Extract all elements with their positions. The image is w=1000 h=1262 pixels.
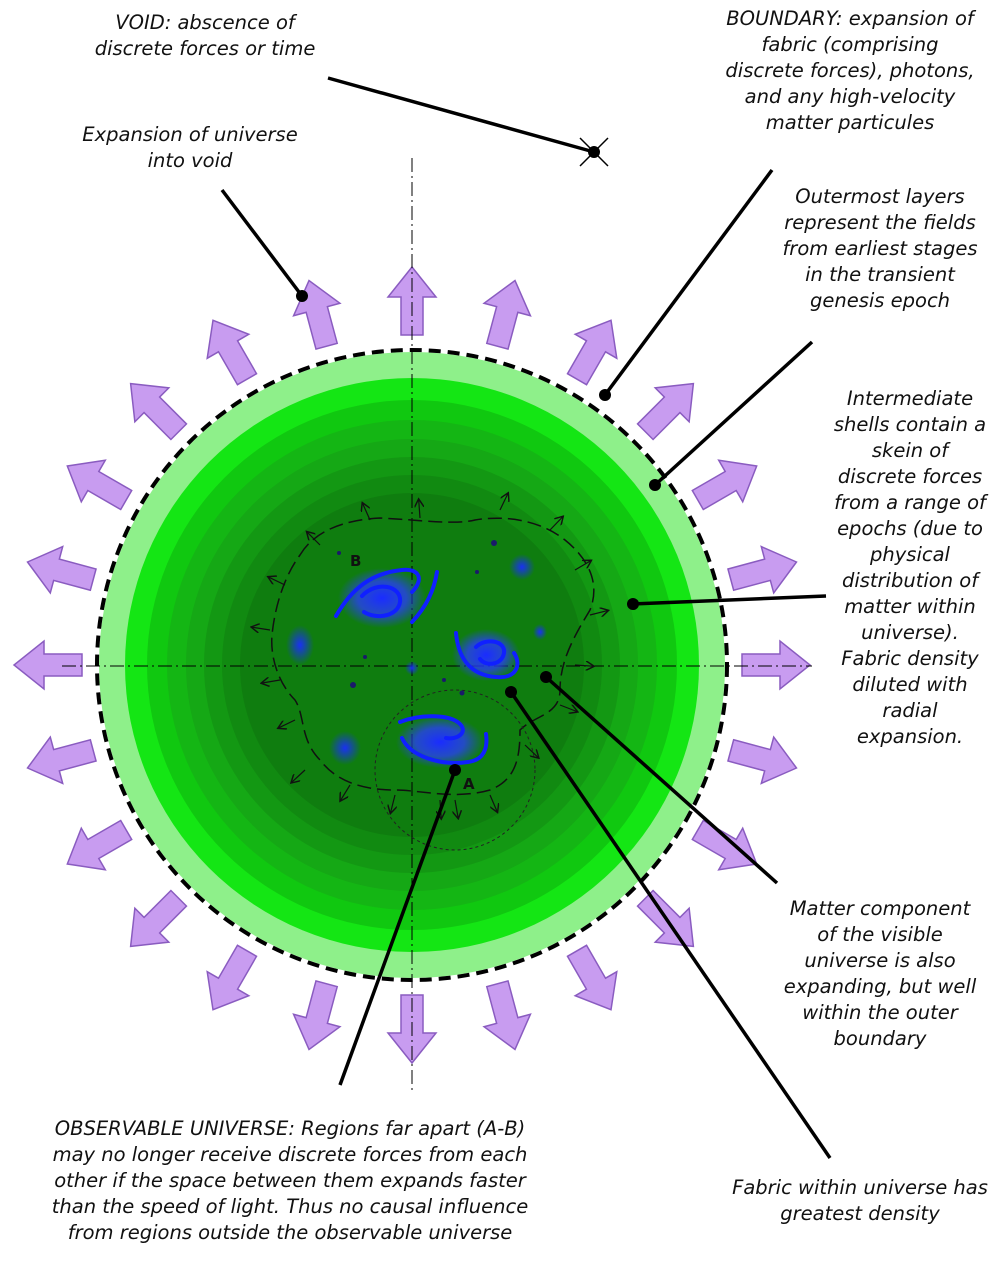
boundary-label: BOUNDARY: expansion of fabric (comprisin… xyxy=(725,7,975,134)
expansion-arrow-icon xyxy=(741,639,812,691)
matter-expansion-arrow xyxy=(341,784,351,800)
matter-expansion-arrow xyxy=(269,577,286,586)
leader-dot xyxy=(599,389,611,401)
matter-expansion-arrow xyxy=(574,561,591,571)
matter-blob xyxy=(329,731,361,765)
matter-expansion-arrow xyxy=(292,769,306,782)
cross-marker-icon xyxy=(579,137,609,167)
leader-lines xyxy=(220,76,832,1159)
expansion-arrow-icon xyxy=(12,639,83,691)
matter-dot xyxy=(491,540,497,546)
expansion-arrow-icon xyxy=(727,735,798,785)
expansion-arrow-icon xyxy=(636,382,695,441)
matter-blob xyxy=(405,661,419,675)
leader-dot xyxy=(296,290,308,302)
observable-label: OBSERVABLE UNIVERSE: Regions far apart (… xyxy=(51,1117,529,1244)
boundary-leader-line xyxy=(603,168,774,397)
observable-universe-circle xyxy=(374,689,536,851)
expansion-leader-line xyxy=(220,188,304,298)
matter-expansion-arrow xyxy=(549,517,563,531)
matter-dot xyxy=(442,678,446,682)
expansion-arrow-icon xyxy=(66,819,133,871)
matter-region-outline xyxy=(271,517,595,796)
matter-label: Matter component of the visible universe… xyxy=(783,897,977,1050)
matter-blobs xyxy=(286,540,547,765)
matter-blob xyxy=(286,625,314,665)
void-label: VOID: abscence of discrete forces or tim… xyxy=(94,11,316,60)
matter-blob xyxy=(509,554,535,580)
matter-expansion-arrow xyxy=(262,680,281,683)
expansion-arrow-icon xyxy=(26,735,97,785)
matter-expansion-arrow xyxy=(574,665,593,666)
expansion-arrow-icon xyxy=(482,279,532,350)
matter-dot xyxy=(475,570,479,574)
fabric-leader-line xyxy=(509,691,832,1159)
matter-dot xyxy=(363,655,367,659)
matter-expansion-arrow xyxy=(307,532,321,546)
expansion-arrow-icon xyxy=(129,382,188,441)
expansion-arrow-icon xyxy=(691,459,758,511)
matter-expansion-arrow xyxy=(252,627,271,630)
intermediate-label: Intermediate shells contain a skein of d… xyxy=(833,387,987,748)
spiral-galaxy-icon xyxy=(334,567,439,628)
fabric-label: Fabric within universe has greatest dens… xyxy=(732,1176,988,1225)
expansion-arrow-icon xyxy=(206,319,258,386)
leader-dot xyxy=(505,686,517,698)
matter-expansion-arrow xyxy=(363,504,371,521)
intermediate-leader-line xyxy=(632,594,827,606)
observable-leader-line xyxy=(338,769,457,1086)
expansion-arrow-icon xyxy=(482,980,532,1051)
expansion-arrow-icon xyxy=(206,944,258,1011)
matter-dot xyxy=(459,690,465,696)
matter-expansion-arrow xyxy=(559,705,577,712)
matter-expansion-arrow xyxy=(419,500,420,519)
expansion-arrow-icon xyxy=(386,265,438,336)
expansion-arrow-icon xyxy=(691,819,758,871)
expansion-arrow-icon xyxy=(566,944,618,1011)
expansion-label: Expansion of universe into void xyxy=(82,123,298,172)
void-leader-line xyxy=(327,76,595,154)
matter-expansion-arrow xyxy=(489,794,497,812)
matter-expansion-arrow xyxy=(391,794,395,813)
matter-blob xyxy=(533,624,547,640)
expansion-arrow-icon xyxy=(129,889,188,948)
matter-expansion-arrow xyxy=(524,744,538,757)
expansion-arrow-icon xyxy=(292,980,342,1051)
leader-dot xyxy=(449,764,461,776)
expansion-arrow-icon xyxy=(26,545,97,595)
matter-expansion-arrow xyxy=(589,611,608,615)
expansion-arrow-icon xyxy=(727,545,798,595)
expansion-arrows xyxy=(12,265,812,1065)
point-a-label: A xyxy=(463,775,475,793)
point-b-label: B xyxy=(350,552,361,570)
matter-expansion-arrow xyxy=(279,719,296,728)
matter-expansion-arrow xyxy=(499,494,508,511)
matter-expansion-arrow xyxy=(455,799,458,818)
matter-dot xyxy=(337,551,341,555)
expansion-arrow-icon xyxy=(566,319,618,386)
leader-dot xyxy=(540,671,552,683)
matter-dot xyxy=(350,682,356,688)
leader-dot xyxy=(627,598,639,610)
matter-leader-line xyxy=(544,675,779,885)
expansion-arrow-icon xyxy=(66,459,133,511)
leader-dots xyxy=(296,290,661,776)
outermost-label: Outermost layers represent the fields fr… xyxy=(782,185,978,312)
spiral-galaxy-icon xyxy=(396,714,489,768)
leader-dot xyxy=(649,479,661,491)
matter-expansion-arrows xyxy=(252,494,607,818)
outermost-leader-line xyxy=(653,340,814,487)
spiral-galaxy-icon xyxy=(452,629,520,681)
